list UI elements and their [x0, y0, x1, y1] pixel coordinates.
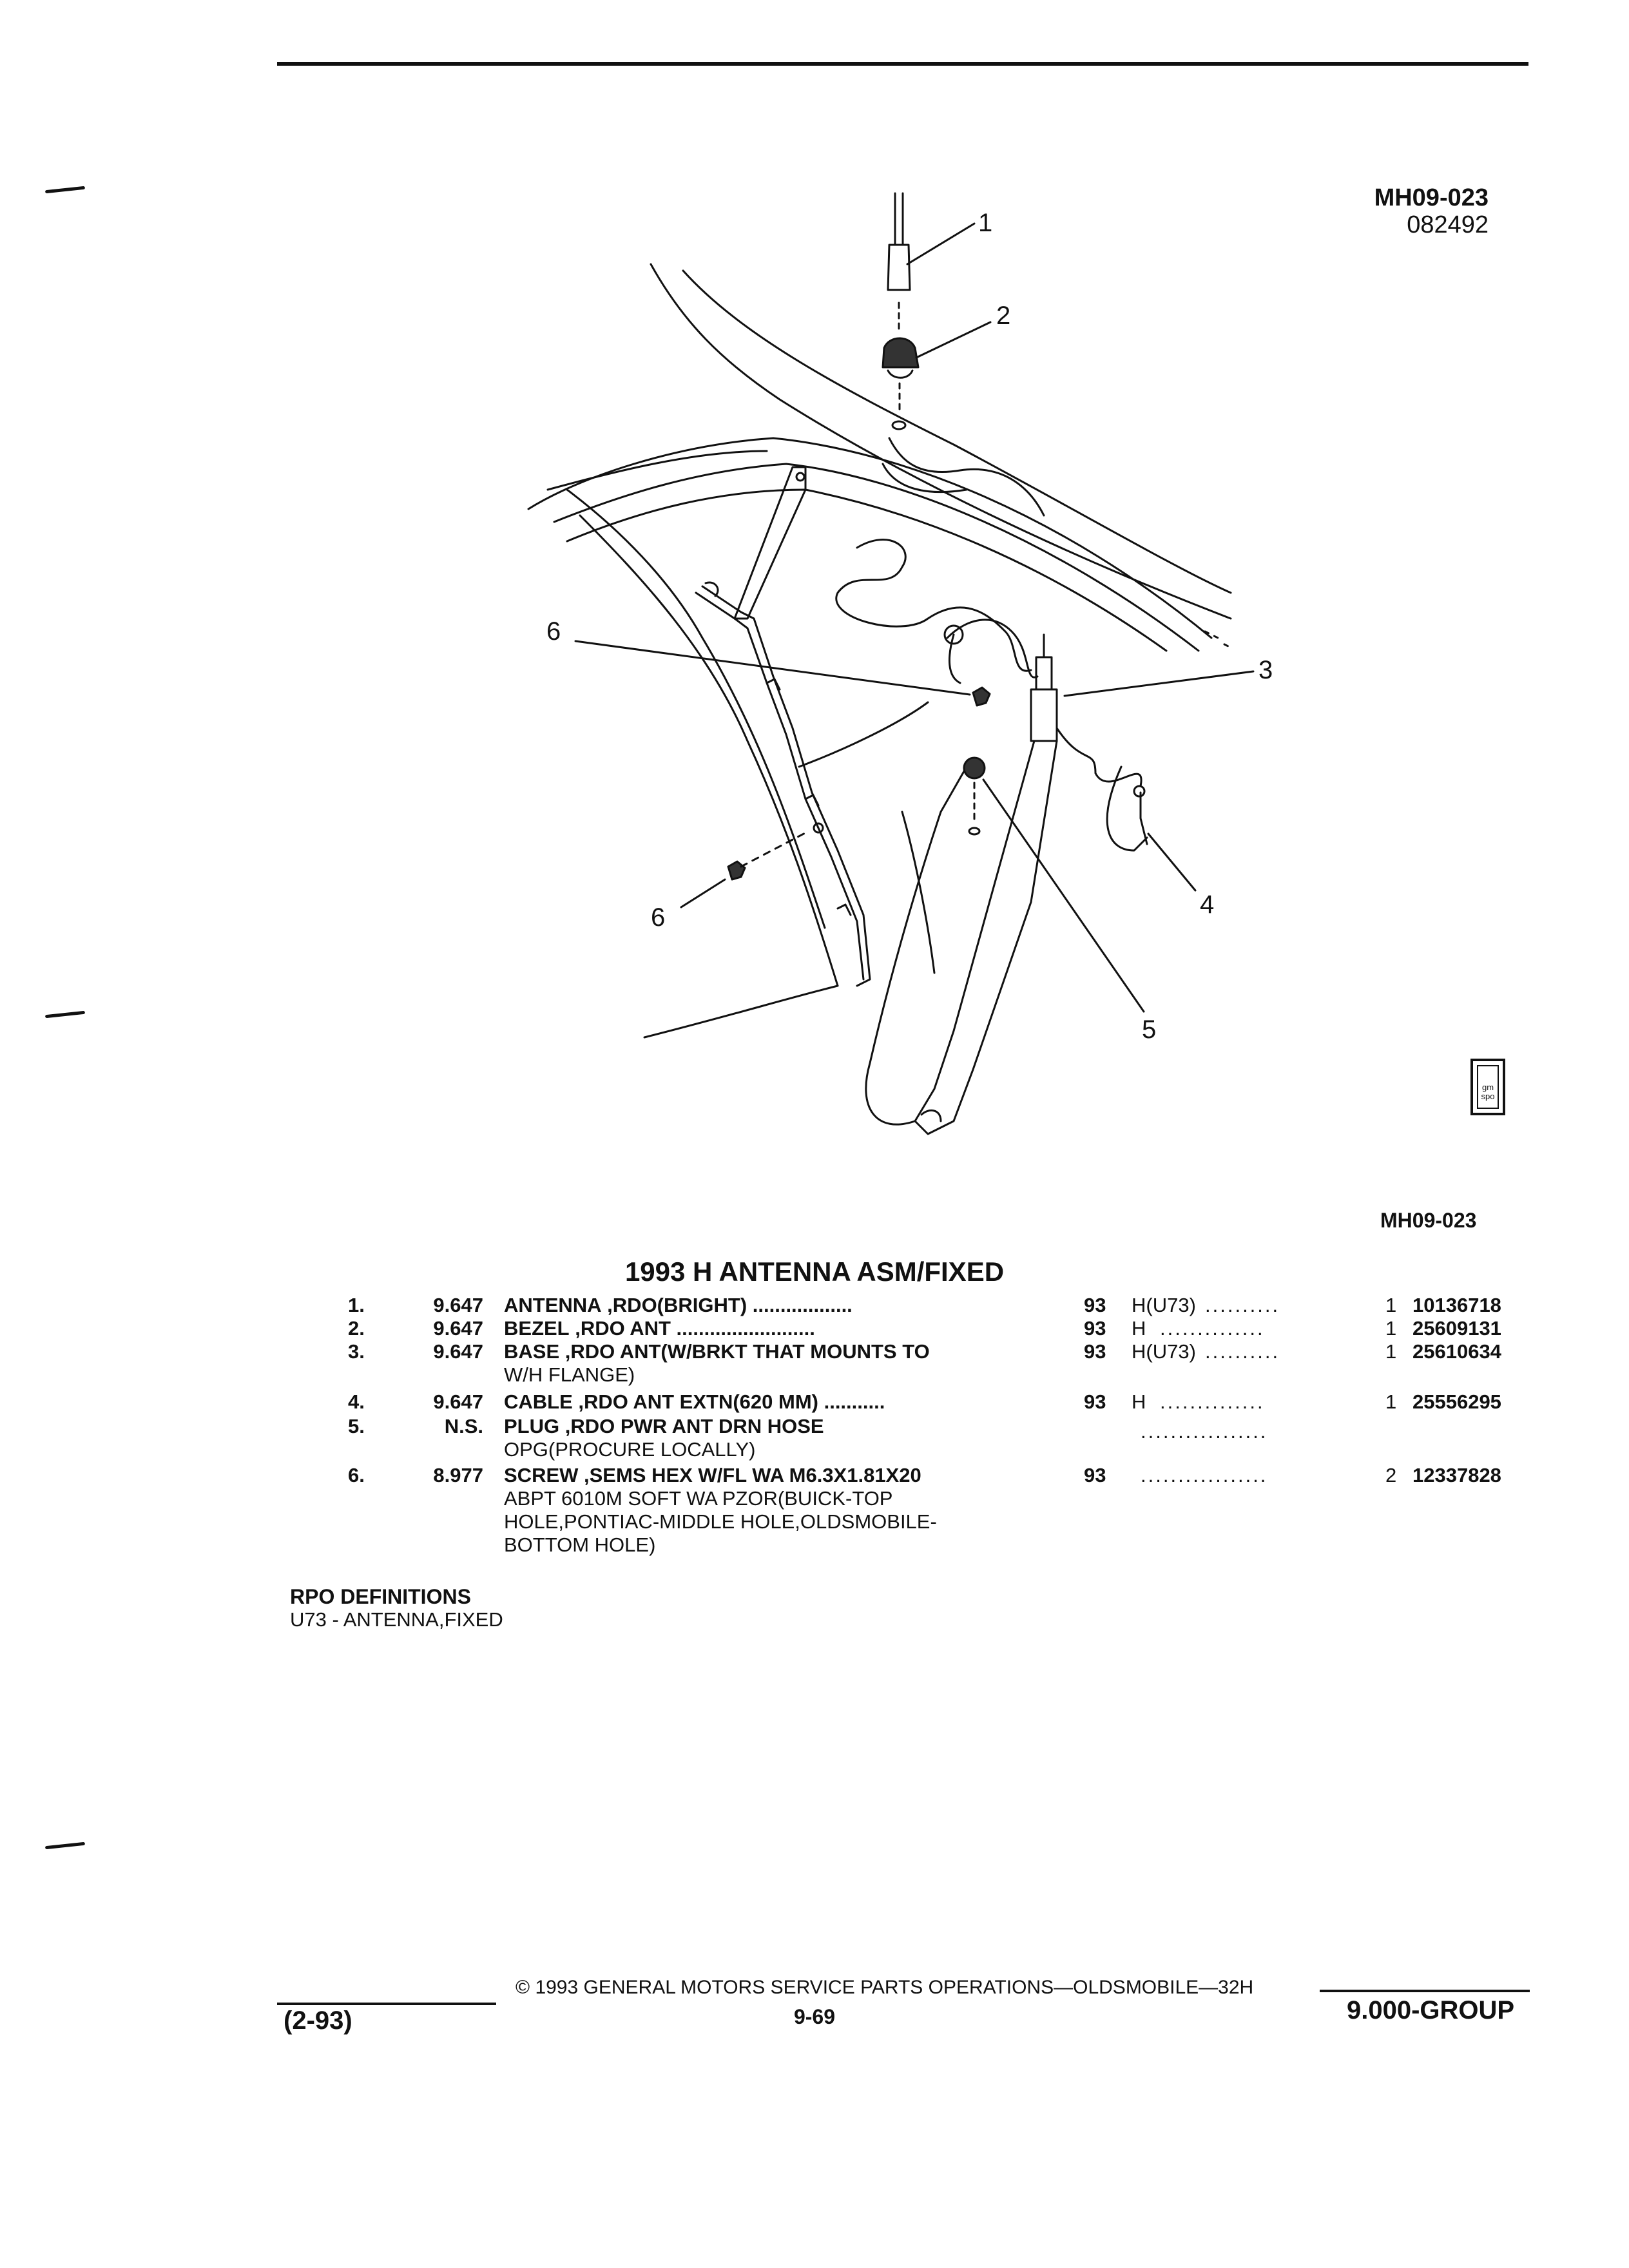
margin-mark: [44, 1010, 86, 1019]
group-number: 9.647: [433, 1390, 483, 1413]
illustration-code: MH09-023: [1374, 184, 1489, 211]
leader-dots: ...........: [818, 1390, 885, 1413]
part-name: ANTENNA: [504, 1294, 602, 1316]
part-number: 25556295: [1412, 1390, 1501, 1413]
antenna-exploded-view-drawing: [527, 192, 1255, 1135]
group-number: 9.647: [433, 1317, 483, 1340]
part-number: 25610634: [1412, 1340, 1501, 1363]
leader-dots: ..............: [1160, 1317, 1265, 1340]
part-description-continued: OPG(PROCURE LOCALLY): [504, 1438, 756, 1461]
part-description-continued: BOTTOM HOLE): [504, 1533, 656, 1556]
leader-dots: ..........: [1205, 1294, 1280, 1316]
rpo-definition: U73 - ANTENNA,FIXED: [290, 1608, 503, 1631]
item-number: 6.: [348, 1464, 365, 1486]
part-description: ,RDO ANT: [569, 1317, 671, 1340]
group-number: 9.647: [433, 1340, 483, 1363]
leader-dots: .................: [1141, 1420, 1268, 1443]
margin-mark: [44, 186, 86, 194]
part-description: ,RDO(BRIGHT): [601, 1294, 747, 1316]
item-number: 1.: [348, 1294, 365, 1316]
part-description-continued: W/H FLANGE): [504, 1363, 635, 1386]
margin-mark: [44, 1841, 86, 1850]
callout-6: 6: [546, 617, 561, 646]
part-description: ,RDO ANT EXTN(620 MM): [572, 1390, 818, 1413]
group-number: 8.977: [433, 1464, 483, 1486]
leader-dots: ..........: [1205, 1340, 1280, 1363]
leader-dots: ..............: [1160, 1390, 1265, 1413]
quantity: 1: [1385, 1340, 1397, 1363]
footer-revision-date: (2-93): [284, 2006, 352, 2035]
illustration-date: 082492: [1407, 211, 1489, 238]
series: H(U73): [1132, 1340, 1196, 1363]
part-name: BEZEL: [504, 1317, 570, 1340]
quantity: 1: [1385, 1317, 1397, 1340]
series: H(U73): [1132, 1294, 1196, 1316]
item-number: 2.: [348, 1317, 365, 1340]
part-number: 25609131: [1412, 1317, 1501, 1340]
page-number: 9-69: [793, 2005, 836, 2028]
footer-copyright: © 1993 GENERAL MOTORS SERVICE PARTS OPER…: [516, 1977, 1254, 1998]
part-name: PLUG: [504, 1415, 560, 1437]
leader-dots: ..................: [747, 1294, 853, 1316]
footer-rule: [277, 2003, 496, 2005]
part-description-continued: HOLE,PONTIAC-MIDDLE HOLE,OLDSMOBILE-: [504, 1510, 937, 1533]
group-number: N.S.: [444, 1415, 483, 1437]
illustration-header: MH09-023 082492: [1327, 184, 1489, 238]
item-number: 5.: [348, 1415, 365, 1437]
figure-reference: MH09-023: [1380, 1209, 1477, 1232]
part-number: 10136718: [1412, 1294, 1501, 1316]
model-year: 93: [1084, 1294, 1106, 1316]
group-number: 9.647: [433, 1294, 483, 1316]
part-description: ,RDO PWR ANT DRN HOSE: [559, 1415, 824, 1437]
quantity: 1: [1385, 1294, 1397, 1316]
model-year: 93: [1084, 1317, 1106, 1340]
part-description: ,RDO ANT(W/BRKT THAT MOUNTS TO: [559, 1340, 930, 1363]
model-year: 93: [1084, 1390, 1106, 1413]
callout-4: 4: [1200, 890, 1215, 919]
quantity: 1: [1385, 1390, 1397, 1413]
section-title: 1993 H ANTENNA ASM/FIXED: [624, 1256, 1005, 1287]
series: H: [1132, 1390, 1146, 1413]
callout-6: 6: [651, 903, 666, 932]
quantity: 2: [1385, 1464, 1397, 1486]
part-name: SCREW: [504, 1464, 579, 1486]
part-number: 12337828: [1412, 1464, 1501, 1486]
leader-dots: .................: [1141, 1464, 1268, 1486]
callout-5: 5: [1142, 1015, 1157, 1044]
item-number: 3.: [348, 1340, 365, 1363]
callout-3: 3: [1258, 656, 1273, 684]
leader-dots: .........................: [670, 1317, 815, 1340]
part-description-continued: ABPT 6010M SOFT WA PZOR(BUICK-TOP: [504, 1487, 893, 1510]
item-number: 4.: [348, 1390, 365, 1413]
model-year: 93: [1084, 1340, 1106, 1363]
model-year: 93: [1084, 1464, 1106, 1486]
footer-group: 9.000-GROUP: [1347, 1996, 1515, 2024]
footer-rule: [1320, 1990, 1530, 1992]
rpo-definitions-heading: RPO DEFINITIONS: [290, 1585, 471, 1608]
series: H: [1132, 1317, 1146, 1340]
part-description: ,SEMS HEX W/FL WA M6.3X1.81X20: [578, 1464, 921, 1486]
top-rule: [277, 62, 1528, 66]
callout-2: 2: [996, 302, 1011, 330]
part-name: CABLE: [504, 1390, 573, 1413]
part-name: BASE: [504, 1340, 560, 1363]
callout-1: 1: [978, 209, 993, 237]
